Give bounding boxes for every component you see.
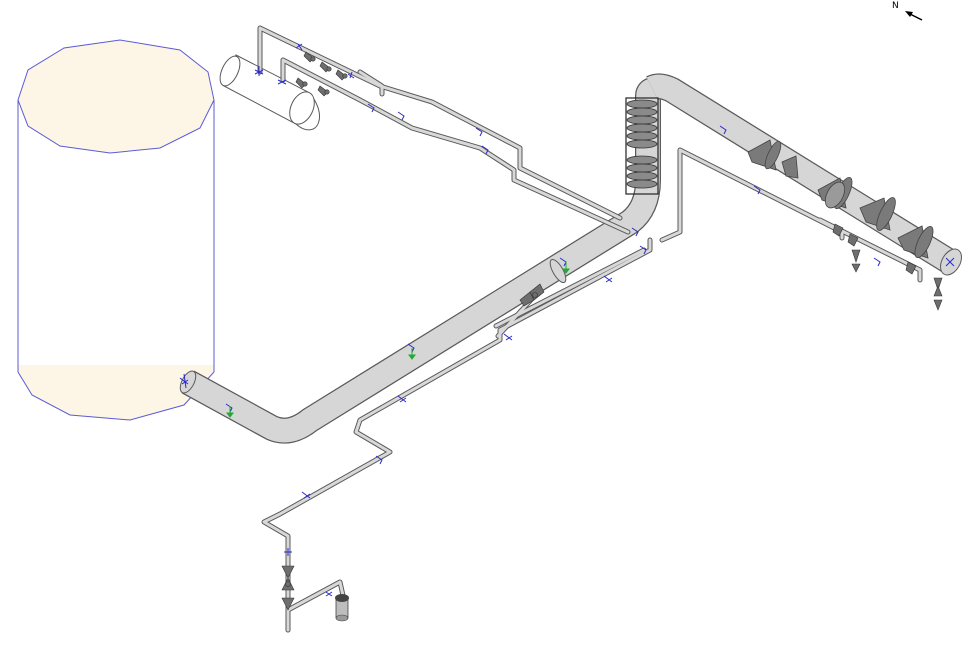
strainer-icon (335, 594, 349, 622)
storage-tank (17, 39, 215, 421)
reducer-ring (824, 181, 846, 209)
valve-icon (281, 51, 943, 611)
horizontal-drum (219, 54, 320, 131)
north-label: N (892, 1, 899, 11)
dimension-mark-icon (179, 43, 955, 597)
north-indicator: N (892, 1, 923, 21)
main-line (179, 73, 962, 444)
tank-top (17, 39, 215, 154)
flow-arrow-icon (226, 262, 570, 418)
north-arrow-icon (905, 11, 923, 21)
small-bore-lines (257, 25, 923, 633)
expansion-joint-icon (625, 97, 659, 195)
